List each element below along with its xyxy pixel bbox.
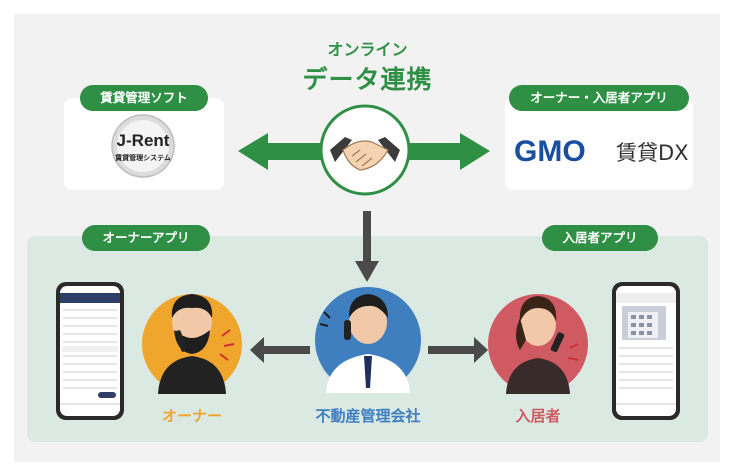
- jrent-sub: 賃貸管理システム: [114, 153, 171, 162]
- owner-phone: [56, 282, 124, 420]
- gmo-logo: GMO 賃貸DX: [514, 135, 689, 168]
- header-line2: データ連携: [302, 65, 433, 94]
- arrow-to-owner: [250, 337, 310, 363]
- arrow-to-app: [405, 133, 490, 170]
- header-line1: オンライン: [327, 40, 408, 59]
- owner-avatar: [142, 294, 242, 394]
- label-manager: 不動産管理会社: [315, 407, 421, 425]
- label-owner-resident-app: オーナー・入居者アプリ: [509, 85, 689, 111]
- gmo-product: 賃貸DX: [616, 141, 689, 165]
- label-owner: オーナー: [161, 407, 222, 425]
- label-resident: 入居者: [515, 407, 561, 425]
- label-software: 賃貸管理ソフト: [80, 85, 208, 111]
- arrow-to-software: [238, 133, 325, 170]
- resident-phone: [612, 282, 680, 420]
- jrent-logo: J-Rent 賃貸管理システム: [111, 114, 175, 178]
- handshake-icon: [319, 104, 411, 196]
- label-resident-app: 入居者アプリ: [542, 225, 658, 251]
- resident-avatar: [488, 294, 588, 394]
- jrent-name: J-Rent: [117, 131, 170, 150]
- label-owner-app: オーナーアプリ: [82, 225, 210, 251]
- gmo-card: [505, 98, 693, 190]
- manager-avatar: [315, 287, 421, 393]
- arrow-to-resident: [428, 337, 488, 363]
- arrow-down: [355, 211, 379, 282]
- gmo-brand: GMO: [514, 135, 586, 168]
